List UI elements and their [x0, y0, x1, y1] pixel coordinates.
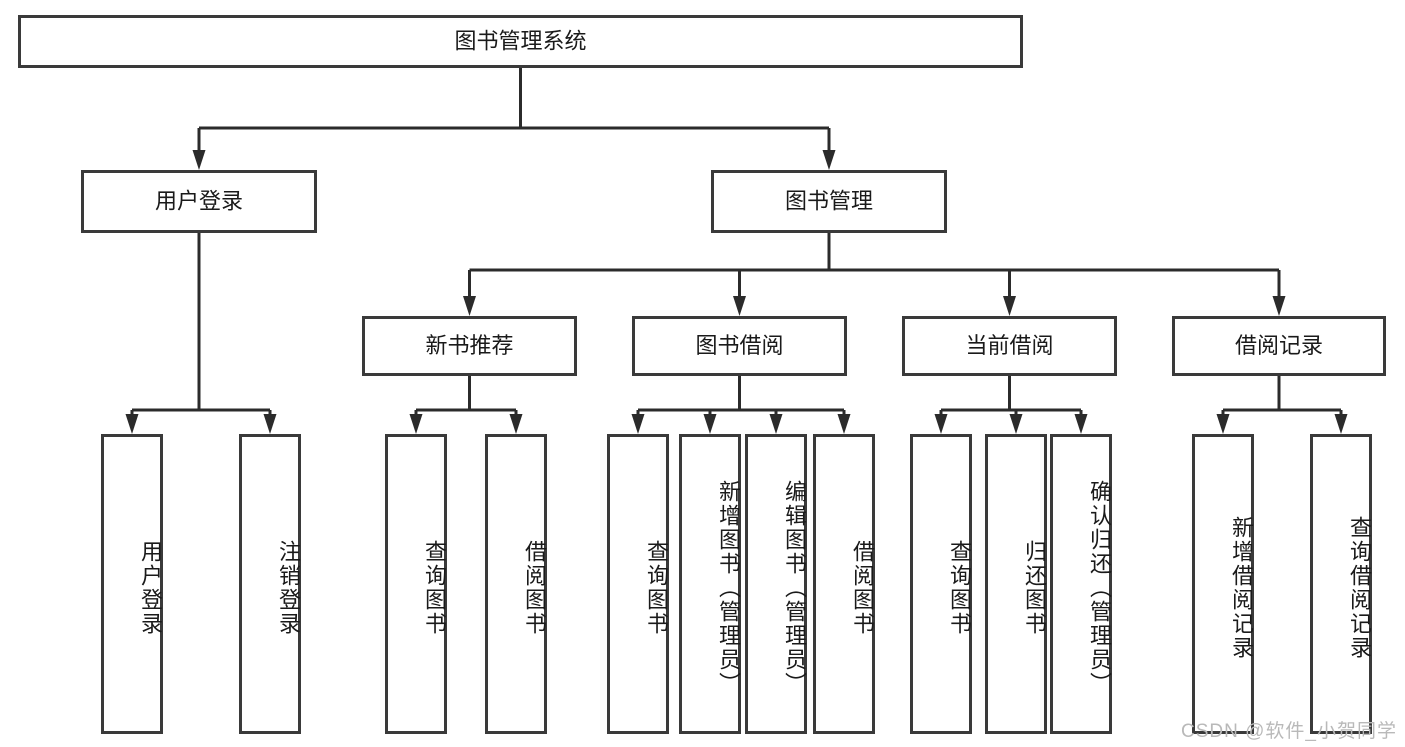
node-book-management[interactable]: 图书管理	[711, 170, 947, 233]
arrow-head-current-borrow	[1003, 296, 1016, 316]
node-box-leaf-logout-login	[239, 434, 301, 734]
node-box-leaf-query-book-recommend	[385, 434, 447, 734]
node-box-new-book-recommend	[362, 316, 577, 376]
node-label-borrow-record: 借阅记录	[1235, 333, 1323, 358]
arrow-head-leaf-borrow-book	[837, 414, 851, 434]
node-box-borrow-record	[1172, 316, 1386, 376]
node-leaf-add-book-admin[interactable]	[679, 434, 741, 734]
node-borrow-record[interactable]: 借阅记录	[1172, 316, 1386, 376]
arrow-head-book-management	[822, 150, 836, 170]
arrow-head-leaf-add-borrow-record	[1216, 414, 1230, 434]
node-label-user-login: 用户登录	[155, 188, 243, 213]
arrow-head-leaf-borrow-book-recommend	[509, 414, 523, 434]
node-label-current-borrow: 当前借阅	[965, 333, 1053, 358]
node-leaf-confirm-return-admin[interactable]	[1050, 434, 1112, 734]
node-box-book-borrow	[632, 316, 847, 376]
arrow-head-leaf-query-book-current	[934, 414, 948, 434]
node-leaf-query-book-current[interactable]	[910, 434, 972, 734]
node-leaf-query-book-borrow[interactable]	[607, 434, 669, 734]
node-new-book-recommend[interactable]: 新书推荐	[362, 316, 577, 376]
node-leaf-borrow-book[interactable]	[813, 434, 875, 734]
node-user-login[interactable]: 用户登录	[81, 170, 317, 233]
node-box-book-management	[711, 170, 947, 233]
watermark-text: CSDN @软件_小贺同学	[1181, 721, 1397, 742]
connectors-layer	[125, 68, 1348, 434]
node-label-book-management: 图书管理	[785, 188, 873, 213]
node-label-book-borrow: 图书借阅	[695, 333, 783, 358]
node-box-leaf-add-book-admin	[679, 434, 741, 734]
node-leaf-edit-book-admin[interactable]	[745, 434, 807, 734]
arrow-head-leaf-query-borrow-record	[1334, 414, 1348, 434]
arrow-head-leaf-add-book-admin	[703, 414, 717, 434]
arrow-head-book-borrow	[733, 296, 746, 316]
node-box-leaf-query-borrow-record	[1310, 434, 1372, 734]
node-box-leaf-query-book-borrow	[607, 434, 669, 734]
arrow-head-leaf-query-book-recommend	[409, 414, 423, 434]
arrow-head-leaf-return-book	[1009, 414, 1023, 434]
node-book-borrow[interactable]: 图书借阅	[632, 316, 847, 376]
node-leaf-logout-login[interactable]	[239, 434, 301, 734]
arrow-head-leaf-user-login	[125, 414, 139, 434]
node-box-leaf-user-login	[101, 434, 163, 734]
arrow-head-leaf-logout-login	[263, 414, 277, 434]
node-leaf-query-borrow-record[interactable]	[1310, 434, 1372, 734]
node-leaf-query-book-recommend[interactable]	[385, 434, 447, 734]
node-leaf-user-login[interactable]	[101, 434, 163, 734]
node-box-leaf-borrow-book	[813, 434, 875, 734]
node-label-root: 图书管理系统	[454, 28, 586, 53]
node-label-new-book-recommend: 新书推荐	[425, 333, 513, 358]
arrow-head-borrow-record	[1272, 296, 1286, 316]
node-box-leaf-return-book	[985, 434, 1047, 734]
arrow-head-leaf-query-book-borrow	[631, 414, 645, 434]
node-leaf-borrow-book-recommend[interactable]	[485, 434, 547, 734]
arrow-head-leaf-edit-book-admin	[769, 414, 783, 434]
arrow-head-user-login	[192, 150, 206, 170]
node-box-leaf-borrow-book-recommend	[485, 434, 547, 734]
node-box-leaf-confirm-return-admin	[1050, 434, 1112, 734]
node-box-root	[18, 15, 1023, 68]
node-box-leaf-edit-book-admin	[745, 434, 807, 734]
node-box-user-login	[81, 170, 317, 233]
arrow-head-leaf-confirm-return-admin	[1074, 414, 1088, 434]
arrow-head-new-book-recommend	[463, 296, 476, 316]
node-leaf-return-book[interactable]	[985, 434, 1047, 734]
node-box-leaf-add-borrow-record	[1192, 434, 1254, 734]
node-root[interactable]: 图书管理系统	[18, 15, 1023, 68]
node-box-leaf-query-book-current	[910, 434, 972, 734]
node-current-borrow[interactable]: 当前借阅	[902, 316, 1117, 376]
node-box-current-borrow	[902, 316, 1117, 376]
node-leaf-add-borrow-record[interactable]	[1192, 434, 1254, 734]
